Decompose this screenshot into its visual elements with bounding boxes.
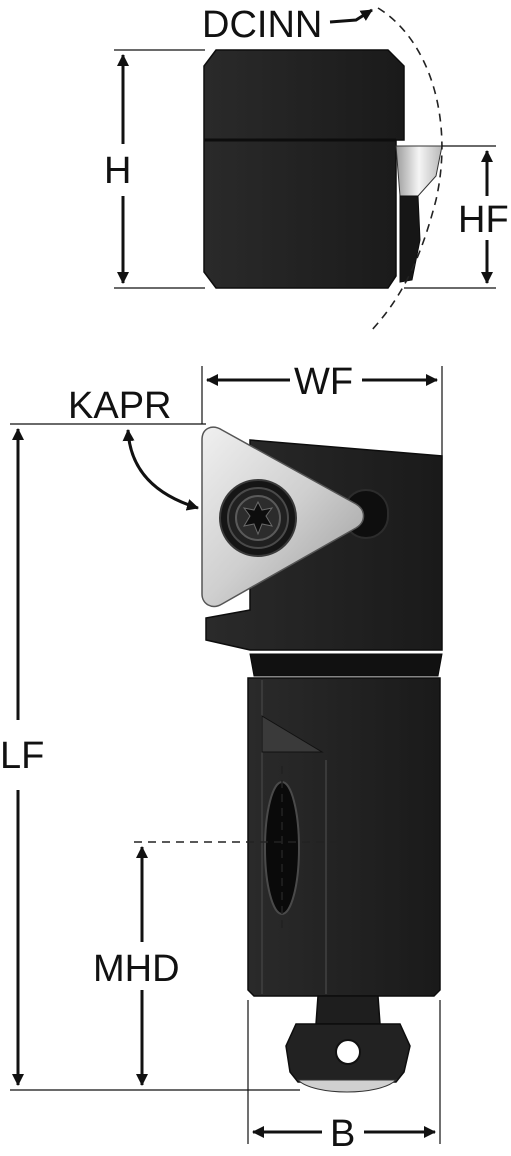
- hf-label: HF: [458, 199, 509, 241]
- mhd-label: MHD: [93, 948, 180, 990]
- end-view-body: [203, 49, 405, 289]
- head-band: [249, 653, 443, 677]
- bottom-cap-hole: [335, 1039, 361, 1065]
- kapr-arc: [122, 429, 199, 511]
- shank-body: [247, 677, 441, 997]
- bottom-cap-base: [296, 1079, 398, 1093]
- h-label: H: [104, 150, 131, 192]
- lf-label: LF: [0, 735, 44, 777]
- torx-screw-icon: [219, 479, 297, 557]
- shank-wedge: [261, 715, 324, 753]
- bottom-stem: [315, 995, 381, 1025]
- end-view: DCINN H HF: [104, 4, 509, 333]
- dcinn-label: DCINN: [202, 4, 322, 46]
- front-view: WF KAPR: [0, 361, 443, 1155]
- end-view-insert: [395, 145, 443, 197]
- dcinn-arrow: [329, 8, 373, 24]
- wf-label: WF: [294, 361, 353, 403]
- end-view-insert-seat: [399, 195, 421, 283]
- kapr-label: KAPR: [68, 385, 171, 427]
- b-label: B: [330, 1113, 355, 1155]
